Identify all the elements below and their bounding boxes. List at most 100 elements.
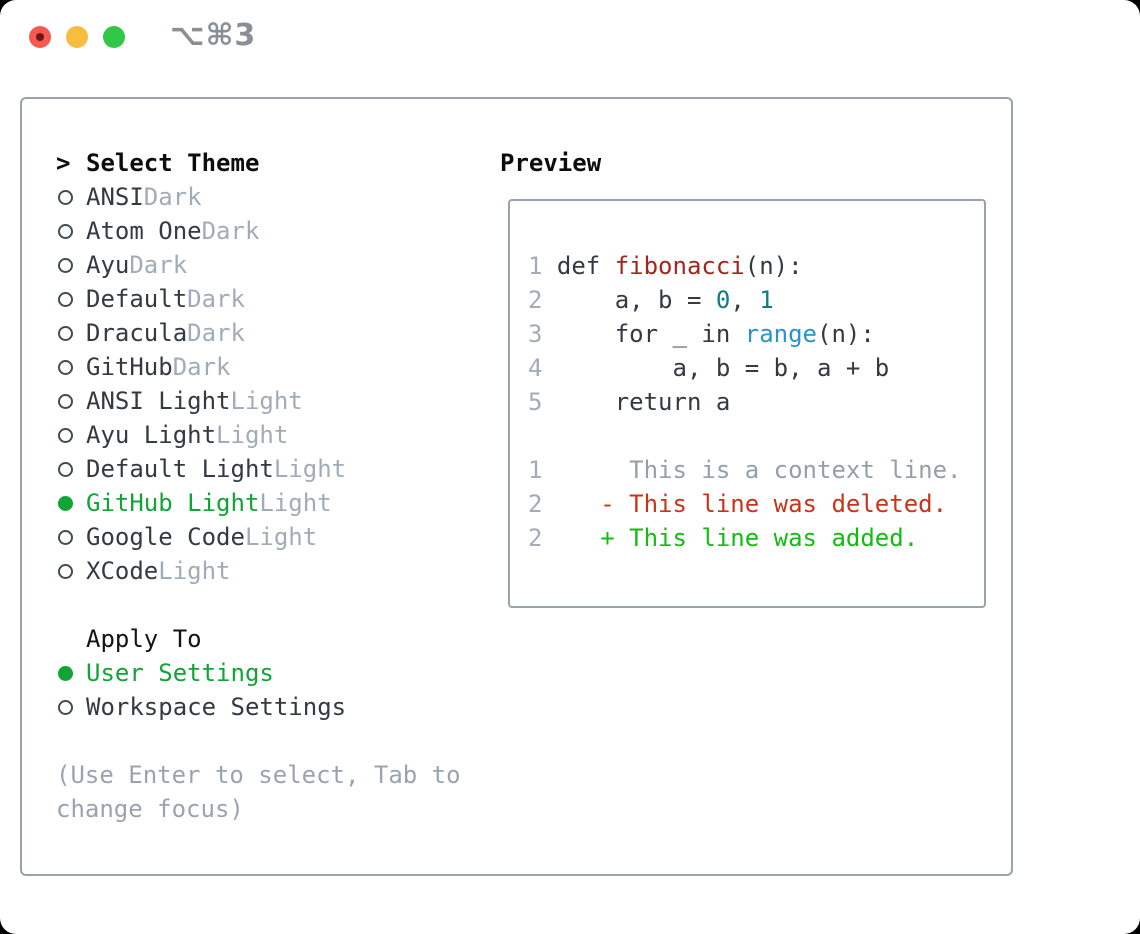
apply-option-workspace-settings[interactable]: Workspace Settings <box>56 690 461 724</box>
preview-title: Preview <box>500 149 602 177</box>
theme-variant: Light <box>259 489 332 517</box>
line-number: 1 <box>528 456 543 484</box>
apply-option-user-settings[interactable]: User Settings <box>56 656 461 690</box>
theme-name: XCode <box>86 557 159 585</box>
theme-name: GitHub <box>86 353 173 381</box>
radio-marker <box>56 461 86 477</box>
line-number: 5 <box>528 388 543 416</box>
code-line: 2 + This line was added. <box>528 521 984 555</box>
line-number: 2 <box>528 490 543 518</box>
radio-icon <box>58 461 73 477</box>
radio-marker <box>56 529 86 545</box>
theme-name: Google Code <box>86 523 245 551</box>
titlebar: ⌥⌘3 <box>0 0 1140 74</box>
prompt-marker: > <box>56 149 86 177</box>
code-token: 0 <box>715 286 731 314</box>
code-line: 1 def fibonacci(n): <box>528 249 984 283</box>
minimize-button[interactable] <box>66 26 88 48</box>
keyboard-hint-text: change focus) <box>56 795 244 823</box>
radio-selected-icon <box>58 665 73 681</box>
theme-variant: Light <box>216 421 289 449</box>
radio-icon <box>58 291 73 307</box>
radio-icon <box>58 563 73 579</box>
theme-option-google-code[interactable]: Google Code Light <box>56 520 461 554</box>
line-number: 3 <box>528 320 543 348</box>
code-token: , <box>730 286 760 314</box>
radio-marker <box>56 427 86 443</box>
code-line: 3 for _ in range(n): <box>528 317 984 351</box>
code-token: fibonacci <box>614 252 745 280</box>
theme-picker-header: >Select Theme <box>56 146 461 180</box>
theme-option-default-light[interactable]: Default Light Light <box>56 452 461 486</box>
radio-icon <box>58 257 73 273</box>
spacer-row <box>56 588 461 622</box>
line-number: 4 <box>528 354 543 382</box>
radio-icon <box>58 699 73 715</box>
apply-to-title: Apply To <box>86 625 202 653</box>
code-token: for _ in <box>556 320 745 348</box>
apply-option-name: Workspace Settings <box>86 693 347 721</box>
theme-variant: Dark <box>129 251 188 279</box>
code-token: + This line was added. <box>556 524 919 552</box>
radio-marker <box>56 189 86 205</box>
radio-marker <box>56 325 86 341</box>
theme-name: ANSI Light <box>86 387 231 415</box>
maximize-button[interactable] <box>103 26 125 48</box>
close-dot-icon <box>36 33 44 41</box>
apply-option-name: User Settings <box>86 659 274 687</box>
theme-option-ayu-light[interactable]: Ayu Light Light <box>56 418 461 452</box>
code-line: 1 This is a context line. <box>528 453 984 487</box>
theme-name: ANSI <box>86 183 144 211</box>
radio-icon <box>58 529 73 545</box>
theme-name: GitHub Light <box>86 489 260 517</box>
theme-variant: Dark <box>187 319 245 347</box>
theme-option-atom-one[interactable]: Atom One Dark <box>56 214 461 248</box>
theme-variant: Light <box>273 455 347 483</box>
radio-icon <box>58 359 73 375</box>
radio-icon <box>58 189 73 205</box>
theme-option-dracula[interactable]: Dracula Dark <box>56 316 461 350</box>
theme-option-ansi[interactable]: ANSI Dark <box>56 180 461 214</box>
theme-option-github-light[interactable]: GitHub Light Light <box>56 486 461 520</box>
code-token: This is a context line. <box>556 456 962 484</box>
line-number: 2 <box>528 286 543 314</box>
theme-option-xcode[interactable]: XCode Light <box>56 554 461 588</box>
code-token: (n): <box>744 252 803 280</box>
keyboard-hint: change focus) <box>56 792 461 826</box>
radio-icon <box>58 325 73 341</box>
code-token: (n): <box>817 320 875 348</box>
spacer-row <box>56 724 461 758</box>
theme-option-ansi-light[interactable]: ANSI Light Light <box>56 384 461 418</box>
radio-icon <box>58 427 73 443</box>
close-button[interactable] <box>29 26 51 48</box>
line-number: 1 <box>528 252 543 280</box>
theme-name: Ayu <box>86 251 130 279</box>
keyboard-hint: (Use Enter to select, Tab to <box>56 758 461 792</box>
theme-option-github[interactable]: GitHub Dark <box>56 350 461 384</box>
code-line: 5 return a <box>528 385 984 419</box>
radio-marker <box>56 495 86 511</box>
radio-icon <box>58 393 73 409</box>
prompt-icon: > <box>56 149 71 177</box>
line-number: 2 <box>528 524 543 552</box>
theme-variant: Light <box>230 387 303 415</box>
radio-marker <box>56 699 86 715</box>
apply-to-header: Apply To <box>56 622 461 656</box>
theme-name: Ayu Light <box>86 421 217 449</box>
radio-marker <box>56 393 86 409</box>
theme-name: Default Light <box>86 455 274 483</box>
theme-variant: Dark <box>172 353 231 381</box>
code-token: - This line was deleted. <box>556 490 948 518</box>
radio-marker <box>56 223 86 239</box>
theme-option-default[interactable]: Default Dark <box>56 282 461 316</box>
theme-option-ayu[interactable]: Ayu Dark <box>56 248 461 282</box>
theme-variant: Dark <box>201 217 260 245</box>
radio-marker <box>56 563 86 579</box>
radio-selected-icon <box>58 495 73 511</box>
radio-marker <box>56 665 86 681</box>
